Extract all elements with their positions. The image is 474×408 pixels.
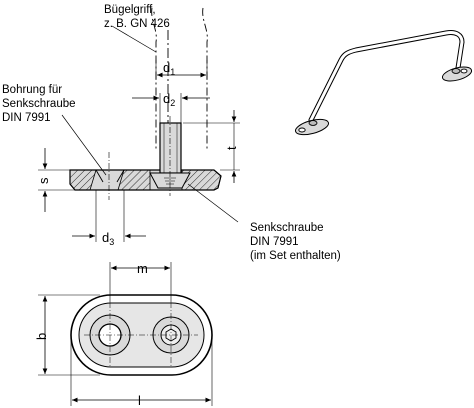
dim-d1: d1 [163, 60, 175, 77]
plate-hatch-right [181, 169, 222, 191]
leader-screw [187, 183, 239, 223]
dim-d3: d3 [102, 230, 114, 247]
handle-tube-inner [309, 31, 464, 122]
dim-t: t [224, 146, 239, 150]
dim-d3-sub: 3 [109, 237, 114, 247]
section-view: Bügelgriff, z. B. GN 426 Bohrung für Sen… [2, 4, 341, 262]
handle-label-line2: z. B. GN 426 [104, 18, 170, 30]
dim-d3-main: d [102, 230, 109, 245]
screw-label-line3: (im Set enthalten) [250, 250, 341, 262]
dim-l: l [138, 393, 141, 408]
dim-d2-sub: 2 [170, 98, 175, 108]
screw-label-line2: DIN 7991 [250, 236, 299, 248]
dim-s: s [36, 177, 51, 184]
screw-stud [159, 122, 182, 174]
leader-handle [111, 25, 157, 53]
bore-label-line2: Senkschraube [2, 98, 76, 110]
bore-label-line1: Bohrung für [2, 84, 62, 96]
dim-d1-main: d [163, 60, 170, 75]
dim-m: m [137, 261, 148, 276]
isometric-handle [294, 30, 473, 136]
screw-label-line1: Senkschraube [250, 222, 324, 234]
leader-bore [61, 114, 107, 176]
bore-section [69, 169, 97, 191]
screw-head [149, 172, 191, 189]
top-view: m b l [34, 261, 213, 408]
dim-b: b [34, 333, 49, 340]
bore-section-right [117, 169, 151, 191]
handle-label-line1: Bügelgriff, [104, 4, 156, 16]
bore-label-line3: DIN 7991 [2, 112, 51, 124]
dim-d2-main: d [163, 91, 170, 106]
dim-d2: d2 [163, 91, 175, 108]
dim-d1-sub: 1 [170, 67, 175, 77]
